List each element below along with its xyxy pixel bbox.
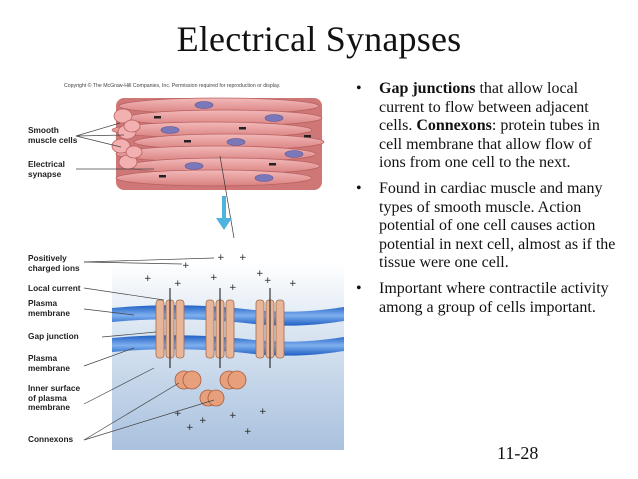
svg-text:+: + [244, 427, 252, 437]
svg-text:+: + [217, 253, 225, 263]
electrical-synapse-figure: ++ ++ ++ ++ ++ ++ ++ ++ Copyright © The … [24, 78, 344, 450]
label-electrical-synapse: Electrical synapse [28, 159, 65, 179]
bullet-text: that allow local current to flow between… [379, 80, 589, 135]
bullet-marker: • [356, 279, 362, 297]
label-connexons: Connexons [28, 434, 74, 444]
svg-text:+: + [182, 261, 190, 271]
label-inner-surface: Inner surface of plasma membrane [28, 383, 81, 412]
svg-text:+: + [256, 269, 264, 279]
bullet-item: • Important where contractile activity a… [356, 280, 622, 317]
svg-text:+: + [264, 276, 272, 286]
svg-text:+: + [186, 423, 194, 433]
zoom-arrow [216, 196, 232, 230]
nuclei [160, 101, 304, 182]
muscle-bundle [111, 97, 325, 190]
slide-title: Electrical Synapses [176, 19, 462, 59]
svg-text:+: + [199, 416, 207, 426]
label-gap-junction: Gap junction [28, 331, 79, 341]
label-plasma-membrane-top: Plasma membrane [28, 298, 70, 318]
svg-text:+: + [174, 409, 182, 419]
svg-text:+: + [229, 283, 237, 293]
bullet-item: • Gap junctions that allow local current… [356, 80, 622, 173]
bullet-text: Found in cardiac muscle and many types o… [379, 179, 616, 272]
term-gap-junctions: Gap junctions [379, 80, 476, 97]
label-plasma-membrane-bottom: Plasma membrane [28, 353, 70, 373]
label-positively-charged-ions: Positively charged ions [28, 253, 80, 273]
page-number: 11-28 [497, 443, 539, 463]
svg-text:+: + [289, 279, 297, 289]
svg-text:+: + [144, 274, 152, 284]
term-connexons: Connexons [416, 117, 492, 135]
svg-text:+: + [174, 279, 182, 289]
bullet-item: • Found in cardiac muscle and many types… [356, 180, 622, 273]
connexon-rosettes [174, 370, 247, 407]
figure-illustration: ++ ++ ++ ++ ++ ++ ++ ++ [75, 97, 344, 450]
svg-text:+: + [259, 407, 267, 417]
svg-text:+: + [229, 411, 237, 421]
bullet-text: Important where contractile activity amo… [379, 279, 609, 316]
bullet-text: : protein tubes in cell membrane that al… [379, 117, 600, 172]
label-smooth-muscle-cells: Smooth muscle cells [28, 125, 78, 145]
bullet-list: • Gap junctions that allow local current… [356, 80, 622, 324]
svg-text:+: + [239, 253, 247, 263]
figure-copyright: Copyright © The McGraw-Hill Companies, I… [64, 83, 281, 89]
bullet-marker: • [356, 179, 362, 197]
bullet-marker: • [356, 80, 362, 97]
svg-text:+: + [210, 273, 218, 283]
label-local-current: Local current [28, 283, 81, 293]
